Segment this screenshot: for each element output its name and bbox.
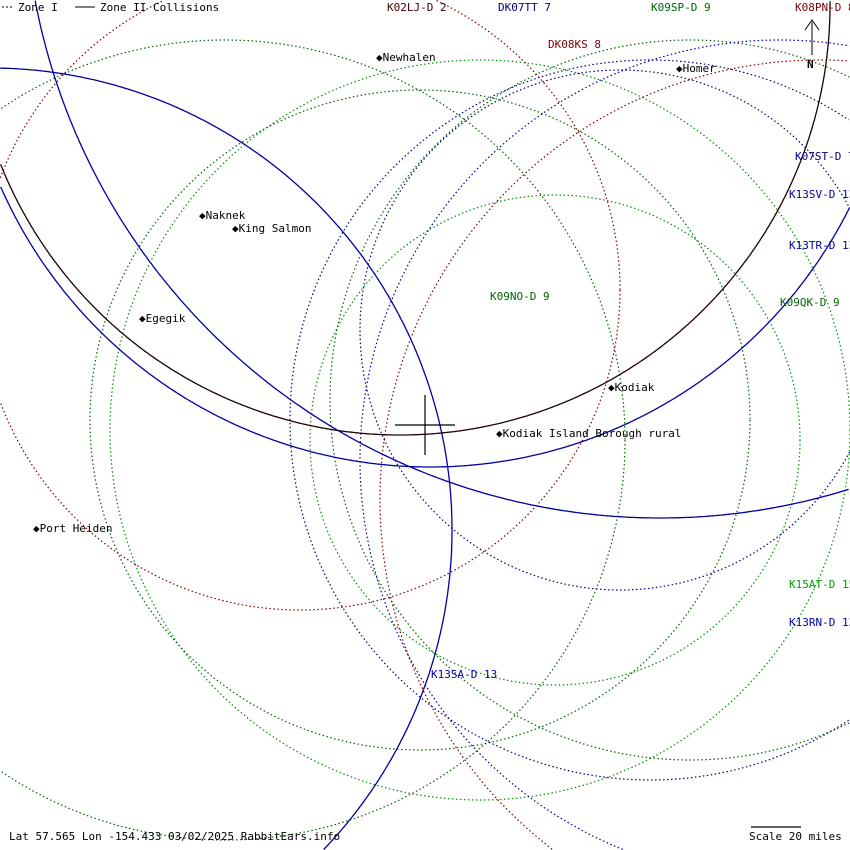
north-arrow	[804, 19, 820, 55]
city-newhalen: ◆Newhalen	[376, 51, 436, 64]
station-label[interactable]: K13SV-D 13	[789, 188, 850, 201]
contour-blue	[0, 67, 453, 850]
station-label[interactable]: K13RN-D 13	[789, 616, 850, 629]
contour-navy	[359, 69, 850, 591]
center-crosshair	[395, 395, 455, 455]
station-label[interactable]: K08PN-D 8	[795, 1, 850, 14]
north-label: N	[807, 58, 814, 71]
legend-zone2: Zone II Collisions	[100, 1, 219, 14]
contour-green	[109, 59, 850, 801]
contour-green	[309, 194, 801, 686]
city-king-salmon: ◆King Salmon	[232, 222, 311, 235]
station-label[interactable]: DK07TT 7	[498, 1, 551, 14]
city-kodiak-island-borough-rural: ◆Kodiak Island Borough rural	[496, 427, 681, 440]
contour-navy	[359, 39, 850, 850]
footer-info: Lat 57.565 Lon -154.433 03/02/2025 Rabbi…	[9, 830, 340, 843]
scale-label: Scale 20 miles	[749, 830, 842, 843]
station-label[interactable]: K13SA-D 13	[431, 668, 497, 681]
city-port-heiden: ◆Port Heiden	[33, 522, 112, 535]
station-labels: K02LJ-D 2 DK07TT 7 K09SP-D 9 K08PN-D 8 D…	[387, 1, 850, 681]
legend-zone1: Zone I	[18, 1, 58, 14]
station-label[interactable]: K15AT-D 15	[789, 578, 850, 591]
city-egegik: ◆Egegik	[139, 312, 186, 325]
contour-blue	[34, 0, 849, 519]
contour-green	[0, 39, 626, 841]
city-kodiak: ◆Kodiak	[608, 381, 655, 394]
contour-black	[0, 1, 831, 436]
station-label[interactable]: K02LJ-D 2	[387, 1, 447, 14]
contour-navy	[289, 59, 850, 781]
legend: Zone I Zone II Collisions	[2, 1, 219, 14]
contour-red	[379, 59, 849, 850]
station-label[interactable]: DK08KS 8	[548, 38, 601, 51]
contour-blue	[0, 186, 850, 468]
contour-green	[89, 89, 751, 751]
station-label[interactable]: K09SP-D 9	[651, 1, 711, 14]
city-labels: ◆Newhalen ◆Homer ◆Naknek ◆King Salmon ◆E…	[33, 51, 716, 535]
city-homer: ◆Homer	[676, 62, 716, 75]
station-label[interactable]: K09NO-D 9	[490, 290, 550, 303]
contour-green	[329, 39, 850, 761]
station-label[interactable]: K13TR-D 13	[789, 239, 850, 252]
city-naknek: ◆Naknek	[199, 209, 246, 222]
station-label[interactable]: K07ST-D 7	[795, 150, 850, 163]
contour-red	[0, 0, 621, 611]
station-label[interactable]: K09QK-D 9	[780, 296, 840, 309]
